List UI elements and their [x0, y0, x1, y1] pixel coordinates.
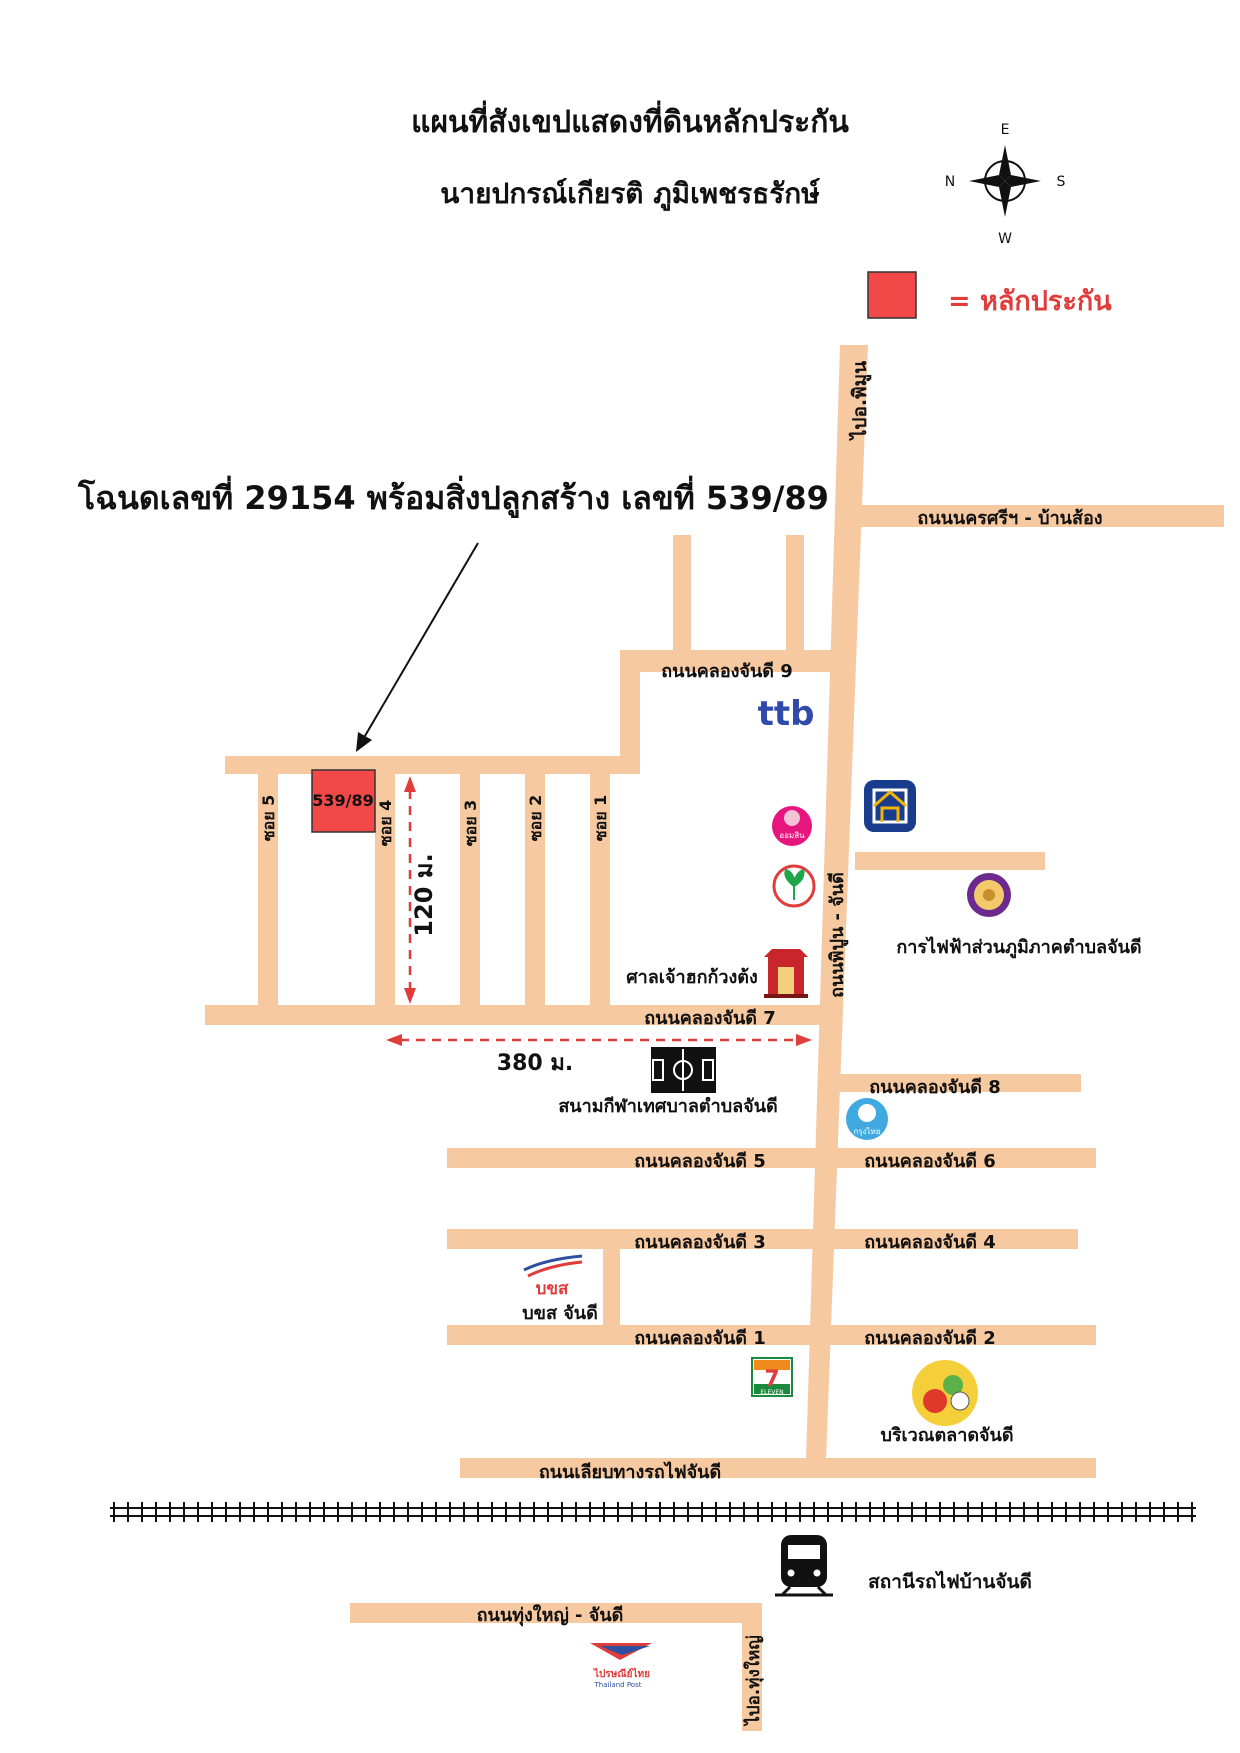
- compass-east: E: [1001, 122, 1010, 138]
- road-klong-9-vertical: [620, 650, 640, 772]
- road-railway-side: [460, 1458, 1096, 1478]
- deed-number: 29154: [244, 479, 355, 517]
- bus-station-logo-icon: บขส: [523, 1254, 583, 1299]
- road-phimun-chandi: [806, 345, 868, 1460]
- road-network: [205, 345, 1224, 1731]
- label-nakhon-si: ถนนนครศรีฯ - บ้านส้อง: [917, 508, 1102, 529]
- legend-label: = หลักประกัน: [948, 286, 1112, 317]
- label-soi-3: ซอย 3: [461, 800, 480, 847]
- label-to-phimun: ไปอ.พิมูน: [848, 361, 872, 441]
- collateral-property: [311, 769, 376, 833]
- bks-logo-text: บขส: [536, 1279, 569, 1299]
- road-klong-2: [816, 1325, 1096, 1345]
- label-soi-2: ซอย 2: [526, 795, 545, 842]
- ttb-logo: ttb: [758, 694, 815, 734]
- house-number: 539/89: [706, 479, 829, 517]
- seven-logo-sub: ELEVEN: [760, 1389, 783, 1396]
- thailand-post-logo-icon: ไปรษณีย์ไทย Thailand Post: [590, 1643, 652, 1689]
- label-klong-5: ถนนคลองจันดี 5: [634, 1151, 766, 1172]
- label-klong-8: ถนนคลองจันดี 8: [869, 1077, 1001, 1098]
- road-klong-3-vertical: [603, 1245, 620, 1333]
- label-klong-9: ถนนคลองจันดี 9: [661, 661, 793, 682]
- road-klong-8: [825, 1074, 1081, 1092]
- road-klong-7: [205, 1005, 822, 1025]
- road-soi-3: [460, 756, 480, 1013]
- road-thung-yai: [350, 1603, 762, 1623]
- market-icon: [912, 1360, 978, 1426]
- ktb-label: กรุงไทย: [853, 1127, 880, 1136]
- label-thung-yai: ถนนทุ่งใหญ่ - จันดี: [477, 1604, 624, 1627]
- property-label: 539/89: [312, 791, 374, 810]
- gsb-logo-icon: ออมสิน: [772, 806, 812, 846]
- label-soi-4: ซอย 4: [376, 800, 395, 847]
- road-klong-3: [447, 1229, 817, 1249]
- road-klong-1: [447, 1325, 815, 1345]
- label-phimun-chandi: ถนนพิปูน - จันดี: [827, 872, 849, 998]
- shrine-label: ศาลเจ้าฮกก้วงต้ง: [626, 967, 758, 988]
- label-railway-side: ถนนเลียบทางรถไฟจันดี: [539, 1461, 721, 1483]
- label-soi-5: ซอย 5: [259, 795, 278, 842]
- market-label: บริเวณตลาดจันดี: [880, 1425, 1013, 1446]
- thaipost-label-en: Thailand Post: [594, 1681, 642, 1689]
- compass-south: S: [1057, 174, 1066, 190]
- dimension-horizontal: 380 ม.: [386, 1034, 812, 1076]
- road-klong-9: [620, 650, 838, 672]
- legend-swatch: [867, 271, 917, 319]
- distance-horizontal: 380 ม.: [497, 1051, 573, 1076]
- railway-track: [110, 1502, 1196, 1522]
- road-pea-stub: [855, 852, 1045, 870]
- pea-label: การไฟฟ้าส่วนภูมิภาคตำบลจันดี: [896, 936, 1141, 959]
- road-klong-6: [820, 1148, 1096, 1168]
- deed-prefix: โฉนดเลขที่: [77, 475, 244, 517]
- pea-logo-icon: [967, 873, 1011, 917]
- owner-name: นายปกรณ์เกียรติ ภูมิเพชรธรักษ์: [440, 177, 820, 211]
- train-station-label: สถานีรถไฟบ้านจันดี: [868, 1570, 1032, 1593]
- seven-logo-number: 7: [764, 1367, 779, 1392]
- road-soi-1: [590, 756, 610, 1013]
- seven-eleven-logo-icon: 7 ELEVEN: [751, 1357, 793, 1397]
- road-klong-4: [818, 1229, 1078, 1249]
- distance-vertical: 120 ม.: [410, 853, 438, 936]
- label-to-thung-yai: ไปอ.ทุ่งใหญ่: [743, 1635, 764, 1727]
- road-top-stub-2: [786, 535, 804, 653]
- label-klong-6: ถนนคลองจันดี 6: [864, 1151, 996, 1172]
- dimension-vertical: 120 ม.: [404, 776, 438, 1004]
- road-klong-5: [447, 1148, 817, 1168]
- label-klong-4: ถนนคลองจันดี 4: [864, 1232, 996, 1253]
- compass-north: N: [945, 174, 955, 190]
- callout-arrow: [356, 542, 479, 752]
- deed-callout: โฉนดเลขที่ 29154 พร้อมสิ่งปลูกสร้าง เลขท…: [77, 475, 829, 519]
- bus-station-label: บขส จันดี: [522, 1303, 598, 1324]
- road-labels: ไปอ.พิมูน ถนนนครศรีฯ - บ้านส้อง ถนนคลองจ…: [259, 361, 1103, 1727]
- legend: = หลักประกัน: [867, 271, 1112, 319]
- road-soi-4: [375, 756, 395, 1013]
- thaipost-label: ไปรษณีย์ไทย: [593, 1667, 650, 1680]
- label-klong-3: ถนนคลองจันดี 3: [634, 1232, 766, 1253]
- baac-logo-icon: [864, 780, 916, 832]
- label-klong-1: ถนนคลองจันดี 1: [634, 1328, 766, 1349]
- road-nakhon-si: [858, 505, 1224, 527]
- label-klong-2: ถนนคลองจันดี 2: [864, 1328, 996, 1349]
- gsb-label: ออมสิน: [779, 831, 805, 840]
- road-soi-5: [258, 756, 278, 1013]
- compass-west: W: [998, 231, 1012, 247]
- road-top-stub-1: [673, 535, 691, 653]
- kbank-logo-icon: [772, 864, 816, 908]
- train-icon: [775, 1535, 833, 1597]
- deed-middle: พร้อมสิ่งปลูกสร้าง เลขที่: [356, 475, 706, 519]
- ktb-logo-icon: กรุงไทย: [846, 1098, 888, 1140]
- map-title: แผนที่สังเขปแสดงที่ดินหลักประกัน: [411, 100, 849, 140]
- label-klong-7: ถนนคลองจันดี 7: [644, 1008, 776, 1029]
- stadium-icon: [651, 1047, 716, 1093]
- compass-rose: E W N S: [945, 122, 1066, 247]
- road-soi-top: [225, 756, 640, 774]
- road-soi-2: [525, 756, 545, 1013]
- shrine-icon: [764, 949, 808, 998]
- label-soi-1: ซอย 1: [591, 795, 610, 842]
- road-to-thung-yai: [742, 1603, 762, 1731]
- stadium-label: สนามกีฬาเทศบาลตำบลจันดี: [558, 1096, 777, 1117]
